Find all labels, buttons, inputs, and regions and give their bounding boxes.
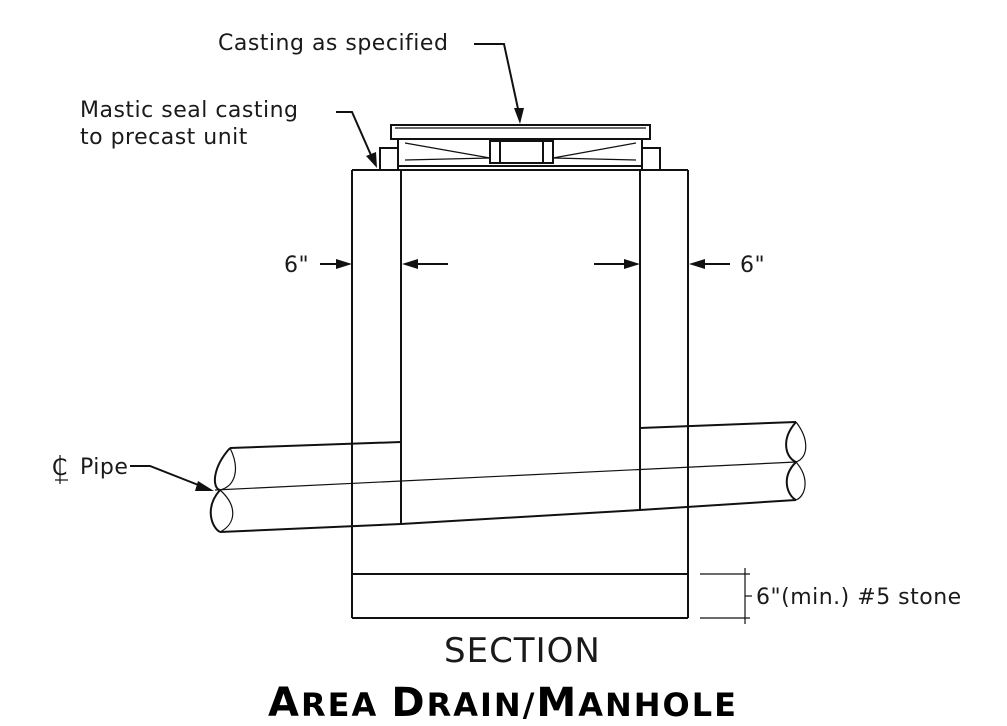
pipe-right-top: [639, 421, 797, 429]
label-casting: Casting as specified: [218, 31, 448, 56]
leaders: [130, 43, 752, 624]
mastic-leader: [336, 111, 375, 163]
manhole-structure: [351, 169, 689, 619]
label-pipe: Pipe: [80, 455, 128, 480]
pipe-centerline: [214, 461, 797, 491]
drawing-title: AREA DRAIN/MANHOLE: [268, 680, 738, 726]
casting-grate: [390, 124, 651, 140]
label-mastic-line2: to precast unit: [80, 125, 248, 150]
centerline-symbol: C: [52, 455, 68, 484]
frame-flange-left: [379, 147, 399, 171]
frame-flange-right: [641, 147, 661, 171]
pipe-left-top: [229, 441, 402, 449]
casting-leader: [474, 43, 521, 119]
label-wall-left: 6": [284, 253, 309, 278]
label-section: SECTION: [444, 631, 601, 671]
pipe-leader: [130, 465, 207, 489]
label-wall-right: 6": [740, 253, 765, 278]
pipe: [209, 421, 807, 533]
casting-frame: [379, 124, 661, 171]
pipe-right-break: [785, 421, 798, 501]
label-stone: 6"(min.) #5 stone: [756, 585, 962, 610]
pipe-invert-line: [400, 509, 641, 525]
casting-center-rib: [489, 140, 554, 164]
label-mastic-line1: Mastic seal casting: [80, 98, 299, 123]
